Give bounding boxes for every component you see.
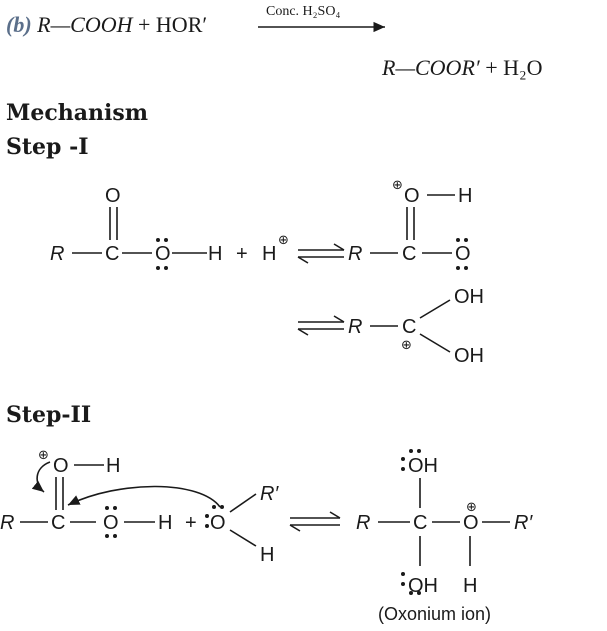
atom-r: R xyxy=(0,512,14,534)
reactant-plus: + xyxy=(138,12,151,37)
atom-o: O xyxy=(210,512,226,534)
atom-o: O xyxy=(463,512,479,534)
atom-h: H xyxy=(260,544,274,566)
hydroxyl-group: OH xyxy=(408,575,438,597)
atom-o: O xyxy=(455,243,471,265)
electron-shift-arrow xyxy=(31,461,51,493)
atom-o: O xyxy=(155,243,171,265)
reaction-equation: (b) R—COOH + HOR′ xyxy=(6,12,207,38)
hydroxyl-group: OH xyxy=(454,286,484,308)
atom-r: R xyxy=(348,243,362,265)
atom-r: R xyxy=(356,512,370,534)
atom-c: C xyxy=(402,243,416,265)
atom-r: R xyxy=(348,316,362,338)
equation-label: (b) xyxy=(6,12,32,37)
product-plus: + xyxy=(485,55,498,80)
positive-charge: ⊕ xyxy=(38,447,49,462)
atom-r-prime: R′ xyxy=(514,512,533,534)
oxonium-caption: (Oxonium ion) xyxy=(378,604,492,624)
positive-charge: ⊕ xyxy=(466,499,477,514)
atom-c: C xyxy=(413,512,427,534)
atom-o: O xyxy=(404,185,420,207)
atom-o: O xyxy=(105,185,121,207)
atom-h: H xyxy=(262,243,276,265)
atom-o: O xyxy=(103,512,119,534)
atom-h: H xyxy=(106,455,120,477)
equilibrium-arrow-1 xyxy=(297,243,345,264)
atom-c: C xyxy=(402,316,416,338)
reaction-products: R—COOR′ + H₂O xyxy=(382,55,543,81)
equilibrium-arrow-2 xyxy=(297,315,345,336)
atom-r: R xyxy=(50,243,64,265)
mechanism-heading: Mechanism xyxy=(6,100,149,126)
positive-charge: ⊕ xyxy=(401,337,412,352)
atom-o: O xyxy=(53,455,69,477)
reactant-acid: R—COOH xyxy=(37,12,133,37)
equilibrium-arrow-3 xyxy=(289,511,341,532)
atom-c: C xyxy=(51,512,65,534)
reactant-alcohol: HOR′ xyxy=(155,12,208,37)
plus-sign: + xyxy=(236,243,248,265)
catalyst-label: Conc. H₂SO₄ xyxy=(266,4,341,19)
hydroxyl-group: OH xyxy=(408,455,438,477)
atom-c: C xyxy=(105,243,119,265)
positive-charge: ⊕ xyxy=(392,177,403,192)
product-ester: R—COOR′ xyxy=(382,55,480,80)
hydroxyl-group: OH xyxy=(454,345,484,367)
atom-h: H xyxy=(458,185,472,207)
nucleophilic-attack-arrow xyxy=(67,485,221,508)
atom-h: H xyxy=(158,512,172,534)
atom-h: H xyxy=(208,243,222,265)
step2-heading: Step-II xyxy=(6,402,92,428)
plus-sign: + xyxy=(185,512,197,534)
step1-heading: Step -I xyxy=(6,134,89,160)
atom-h: H xyxy=(463,575,477,597)
atom-r-prime: R′ xyxy=(260,483,279,505)
positive-charge: ⊕ xyxy=(278,232,289,247)
product-water: H₂O xyxy=(503,55,543,80)
